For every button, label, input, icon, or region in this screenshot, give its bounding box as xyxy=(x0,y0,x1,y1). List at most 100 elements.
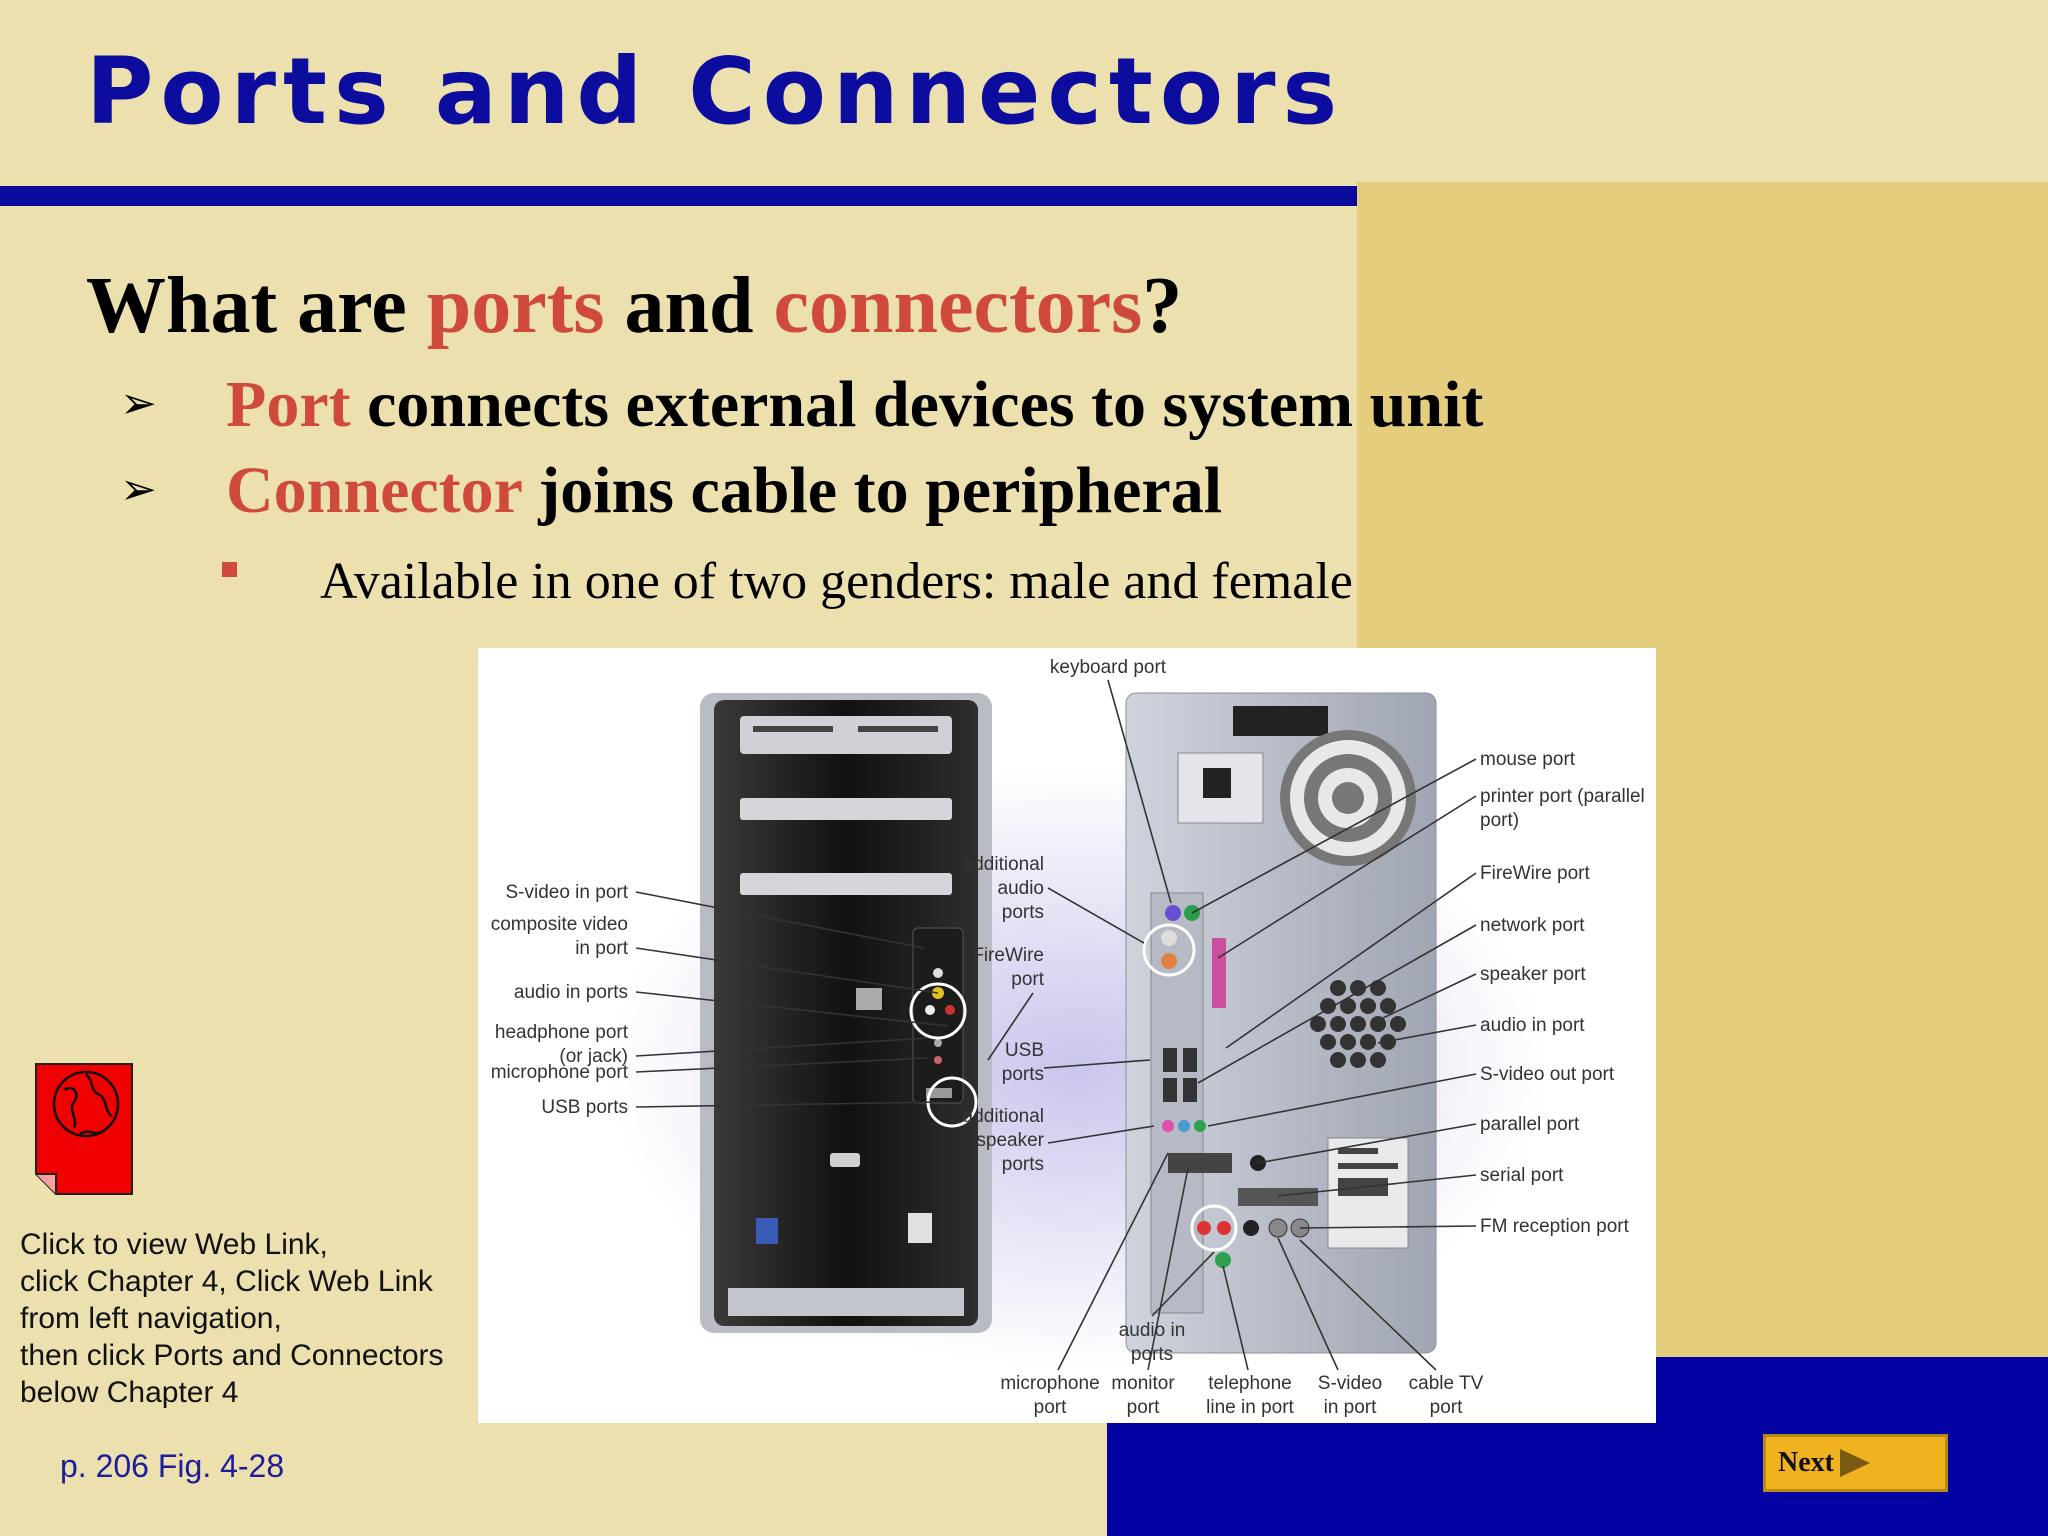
callout-label: composite video in port xyxy=(491,914,629,959)
leader-line xyxy=(1151,1251,1215,1317)
callout-label-line: printer port (parallel xyxy=(1480,786,1645,807)
leader-line xyxy=(1222,1265,1249,1371)
callout-label: cable TV port xyxy=(1409,1373,1484,1418)
figure-leader-lines xyxy=(635,679,1477,1371)
callout-label: USB ports xyxy=(541,1097,628,1118)
callout-label-line: port xyxy=(1127,1397,1160,1418)
leader-line xyxy=(635,1057,929,1073)
leader-line xyxy=(1299,1225,1477,1229)
leader-line xyxy=(987,992,1034,1061)
question-heading: What are ports and connectors? xyxy=(86,262,1182,350)
instruction-line: then click Ports and Connectors xyxy=(20,1339,444,1372)
callout-label-line: additional xyxy=(963,854,1044,875)
callout-label: S-video in port xyxy=(505,882,628,903)
callout-label: audio in port xyxy=(1480,1015,1585,1036)
bullet-term: Port xyxy=(226,368,351,441)
instruction-line: below Chapter 4 xyxy=(20,1376,239,1409)
slide-title: Ports and Connectors xyxy=(86,38,1345,145)
bullet-text: connects external devices to system unit xyxy=(350,368,1484,441)
callout-label: FireWire port xyxy=(1480,863,1591,884)
callout-label-line: ports xyxy=(1002,1064,1044,1085)
callout-label-line: port xyxy=(1034,1397,1067,1418)
leader-line xyxy=(1277,1174,1477,1197)
leader-line xyxy=(635,991,949,1027)
callout-label-line: line in port xyxy=(1206,1397,1294,1418)
leader-line xyxy=(1197,924,1477,1084)
question-mid: and xyxy=(604,262,774,350)
callout-label-line: ports xyxy=(1002,902,1044,923)
callout-label-line: ports xyxy=(1002,1154,1044,1175)
arrow-bullet-icon: ➢ xyxy=(120,465,157,514)
callout-label-line: cable TV xyxy=(1409,1373,1484,1394)
leader-line xyxy=(1225,872,1477,1049)
sub-bullet-genders: Available in one of two genders: male an… xyxy=(320,553,1353,610)
callout-label-line: monitor xyxy=(1111,1373,1175,1394)
leader-line xyxy=(1057,1152,1169,1371)
callout-label: USB ports xyxy=(1002,1040,1044,1085)
callout-label-line: parallel port xyxy=(1480,1114,1580,1135)
callout-label-line: port xyxy=(1430,1397,1463,1418)
leader-line xyxy=(635,947,939,994)
callout-label: network port xyxy=(1480,915,1585,936)
callout-label-line: port xyxy=(1011,969,1044,990)
leader-line xyxy=(1299,1239,1437,1371)
callout-label-line: audio xyxy=(998,878,1045,899)
bullet-term: Connector xyxy=(226,454,522,527)
callout-label-line: port) xyxy=(1480,810,1519,831)
callout-label-line: audio in ports xyxy=(514,982,628,1003)
web-link-icon[interactable] xyxy=(34,1062,134,1196)
callout-label-line: serial port xyxy=(1480,1165,1564,1186)
callout-label: speaker port xyxy=(1480,964,1586,985)
page-reference: p. 206 Fig. 4-28 xyxy=(60,1448,285,1484)
callout-label-line: USB xyxy=(1005,1040,1044,1061)
leader-line xyxy=(1257,1123,1477,1164)
callout-label-line: S-video in port xyxy=(505,882,628,903)
callout-label: mouse port xyxy=(1480,749,1576,770)
callout-label: microphone port xyxy=(1000,1373,1099,1418)
leader-line xyxy=(1277,1237,1339,1371)
callout-label-line: FM reception port xyxy=(1480,1216,1630,1237)
leader-line xyxy=(635,1101,944,1108)
ports-figure-illustration: S-video in port composite video in port aud… xyxy=(491,657,1645,1418)
callout-label-line: speaker port xyxy=(1480,964,1586,985)
back-tower xyxy=(1125,692,1437,1354)
callout-label: headphone port(or jack) xyxy=(495,1022,629,1067)
callout-label-line: FireWire xyxy=(972,945,1044,966)
callout-label: keyboard port xyxy=(1050,657,1167,678)
callout-label-line: audio in xyxy=(1119,1320,1186,1341)
leader-line xyxy=(1382,973,1477,1019)
callout-label-line: speaker xyxy=(976,1130,1044,1151)
callout-label-line: S-video xyxy=(1318,1373,1382,1394)
callout-label: audio in ports xyxy=(514,982,628,1003)
leader-line xyxy=(1047,887,1145,944)
bullet-connector: ➢ Connector joins cable to peripheral xyxy=(120,458,1222,524)
ports-figure: S-video in port composite video in port aud… xyxy=(478,648,1656,1423)
term-connectors: connectors xyxy=(773,262,1143,350)
instruction-line: from left navigation, xyxy=(20,1302,282,1335)
callout-label-line: composite video xyxy=(491,914,628,935)
callout-label-line: microphone xyxy=(1000,1373,1099,1394)
callout-label-line: audio in port xyxy=(1480,1015,1585,1036)
leader-line xyxy=(1377,1024,1477,1044)
callout-label-line: headphone port xyxy=(495,1022,629,1043)
callout-label-line: microphone port xyxy=(491,1062,629,1083)
callout-label-line: in port xyxy=(575,938,629,959)
instruction-line: click Chapter 4, Click Web Link xyxy=(20,1265,433,1298)
callout-label: FM reception port xyxy=(1480,1216,1630,1237)
next-button[interactable]: Next xyxy=(1763,1434,1948,1492)
callout-label: additional audio ports xyxy=(963,854,1044,923)
leader-line xyxy=(1043,1059,1151,1069)
instruction-line: Click to view Web Link, xyxy=(20,1228,328,1261)
arrow-bullet-icon: ➢ xyxy=(120,379,157,428)
web-link-instructions: Click to view Web Link, click Chapter 4,… xyxy=(20,1226,444,1411)
callout-label-line: additional xyxy=(963,1106,1044,1127)
leader-line xyxy=(1191,758,1477,914)
callout-label: printer port (parallel port) xyxy=(1480,786,1645,831)
callout-label: FireWire port xyxy=(972,945,1044,990)
front-tower xyxy=(700,693,992,1333)
leader-line xyxy=(1107,679,1172,904)
leader-line xyxy=(1217,795,1477,959)
